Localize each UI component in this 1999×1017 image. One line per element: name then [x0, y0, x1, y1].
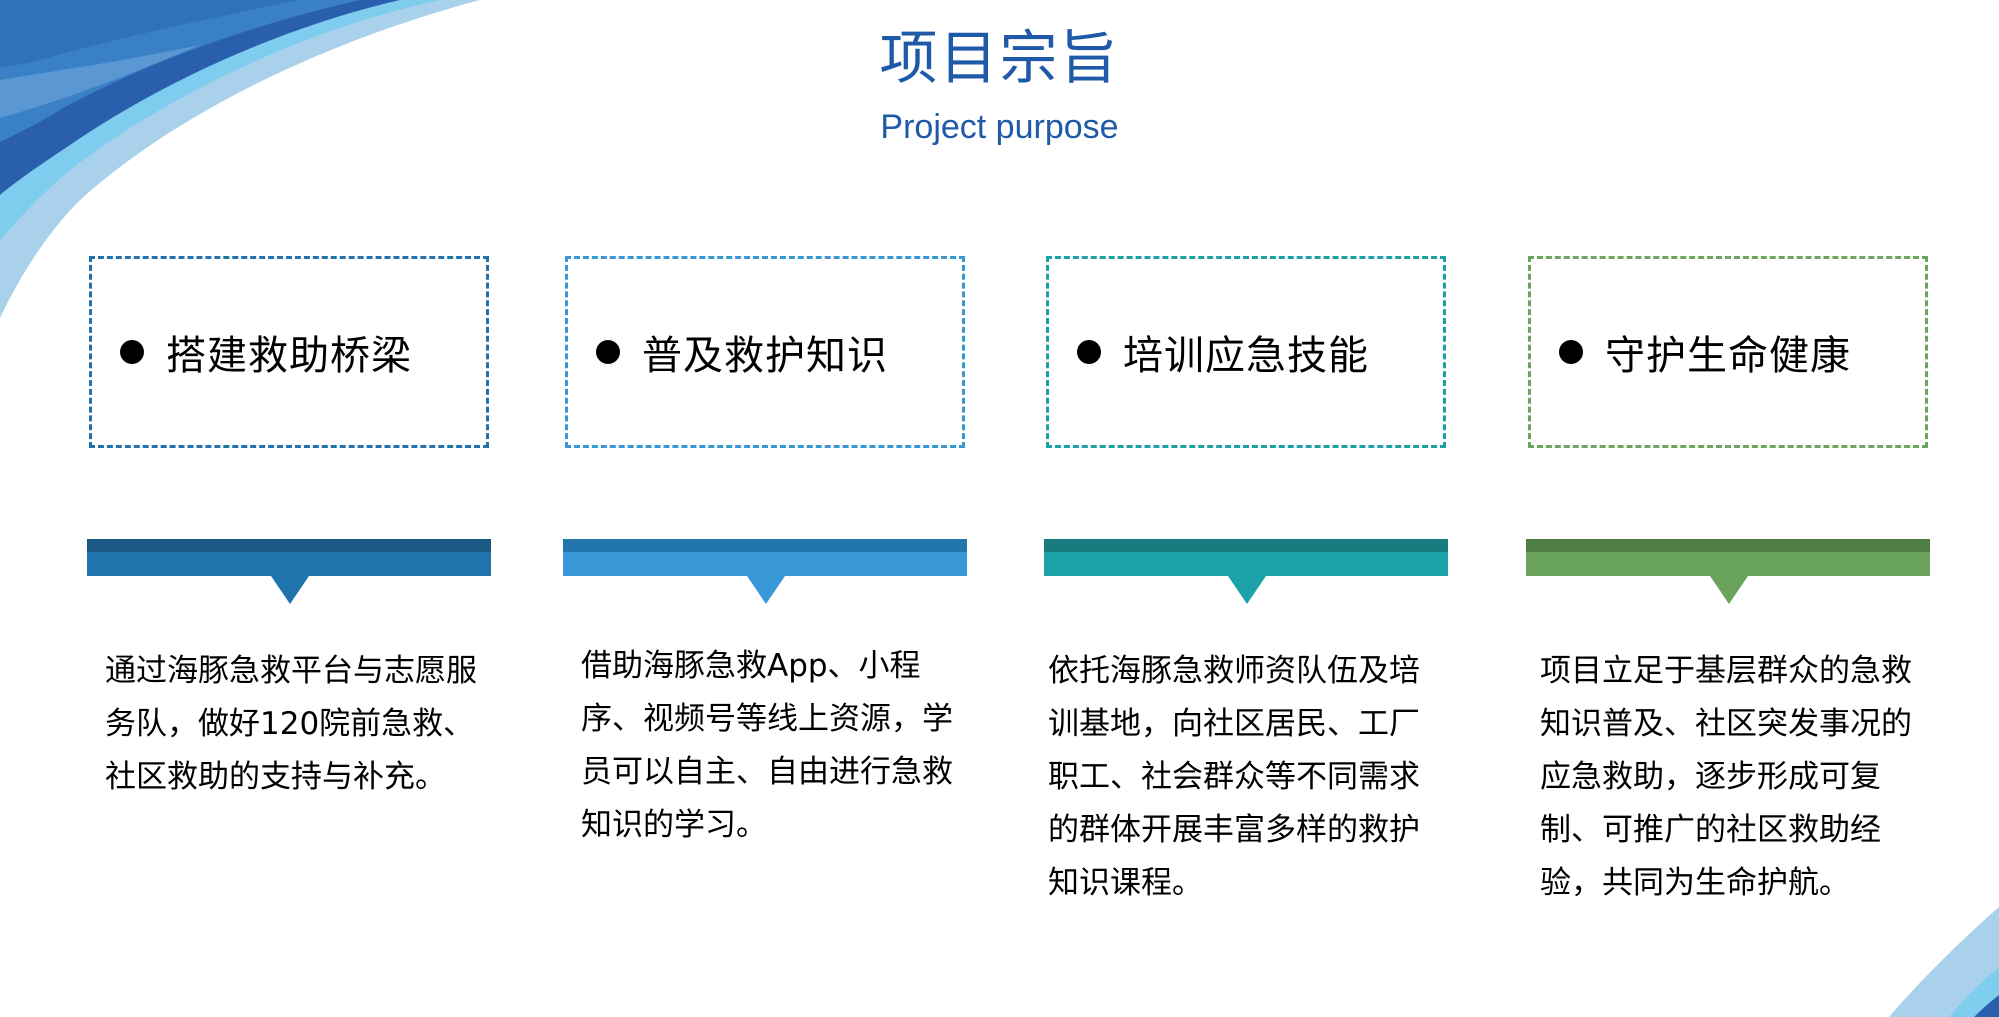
- bullet-icon: [596, 340, 620, 364]
- page-subtitle: Project purpose: [880, 108, 1119, 146]
- card-heading-box: 培训应急技能: [1046, 256, 1446, 448]
- down-pointer-icon: [1710, 576, 1748, 604]
- bullet-icon: [120, 340, 144, 364]
- card-description: 借助海豚急救App、小程序、视频号等线上资源，学员可以自主、自由进行急救知识的学…: [581, 648, 953, 843]
- card-heading-box: 守护生命健康: [1528, 256, 1928, 448]
- down-pointer-icon: [271, 576, 309, 604]
- card-banner-bar: [563, 539, 967, 604]
- card-banner-bar: [87, 539, 491, 604]
- purpose-card-skills: 培训应急技能 依托海豚急救师资队伍及培训基地，向社区居民、工厂职工、社会群众等不…: [1044, 0, 1448, 1017]
- page-title: 项目宗旨: [879, 24, 1120, 92]
- card-heading: 普及救护知识: [642, 333, 888, 379]
- purpose-card-health: 守护生命健康 项目立足于基层群众的急救知识普及、社区突发事况的应急救助，逐步形成…: [1526, 0, 1930, 1017]
- card-banner-bar: [1044, 539, 1448, 604]
- card-heading: 守护生命健康: [1605, 333, 1851, 379]
- bullet-icon: [1559, 340, 1583, 364]
- card-heading-box: 搭建救助桥梁: [89, 256, 489, 448]
- down-pointer-icon: [747, 576, 785, 604]
- down-pointer-icon: [1228, 576, 1266, 604]
- purpose-card-knowledge: 普及救护知识 借助海豚急救App、小程序、视频号等线上资源，学员可以自主、自由进…: [563, 0, 967, 1017]
- card-description: 依托海豚急救师资队伍及培训基地，向社区居民、工厂职工、社会群众等不同需求的群体开…: [1048, 653, 1420, 901]
- card-banner-bar: [1526, 539, 1930, 604]
- purpose-card-bridge: 搭建救助桥梁 通过海豚急救平台与志愿服务队，做好120院前急救、社区救助的支持与…: [87, 0, 491, 1017]
- card-heading: 培训应急技能: [1123, 333, 1369, 379]
- card-heading-box: 普及救护知识: [565, 256, 965, 448]
- card-description: 项目立足于基层群众的急救知识普及、社区突发事况的应急救助，逐步形成可复制、可推广…: [1540, 653, 1912, 901]
- bullet-icon: [1077, 340, 1101, 364]
- card-heading: 搭建救助桥梁: [166, 333, 412, 379]
- card-description: 通过海豚急救平台与志愿服务队，做好120院前急救、社区救助的支持与补充。: [105, 653, 477, 795]
